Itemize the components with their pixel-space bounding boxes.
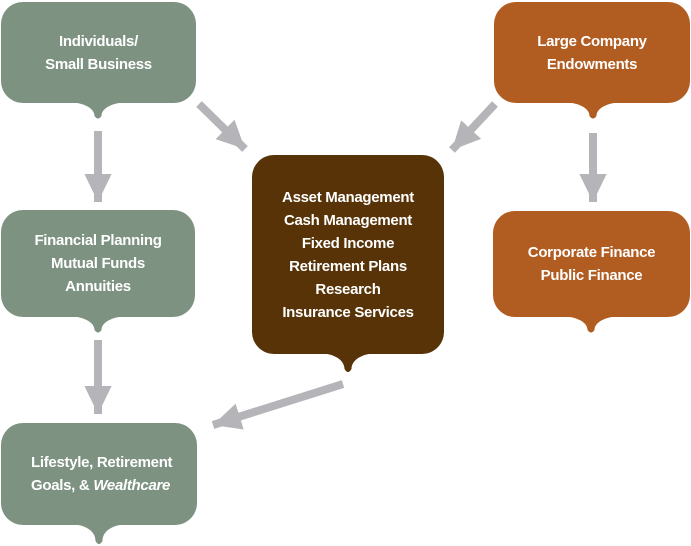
bubble-services-hub bbox=[252, 155, 444, 372]
bubble-financial-planning-products bbox=[1, 210, 195, 333]
bubble-lifestyle-retirement-goals bbox=[1, 423, 197, 544]
bubble-individuals-small-business bbox=[1, 2, 196, 119]
arrow-services-to-lifestyle bbox=[211, 380, 345, 430]
bubble-corporate-public-finance bbox=[493, 211, 690, 333]
bubble-large-company-endowments bbox=[494, 2, 690, 119]
arrow-individuals-to-services bbox=[196, 101, 248, 152]
arrow-endowments-to-services bbox=[449, 101, 498, 153]
